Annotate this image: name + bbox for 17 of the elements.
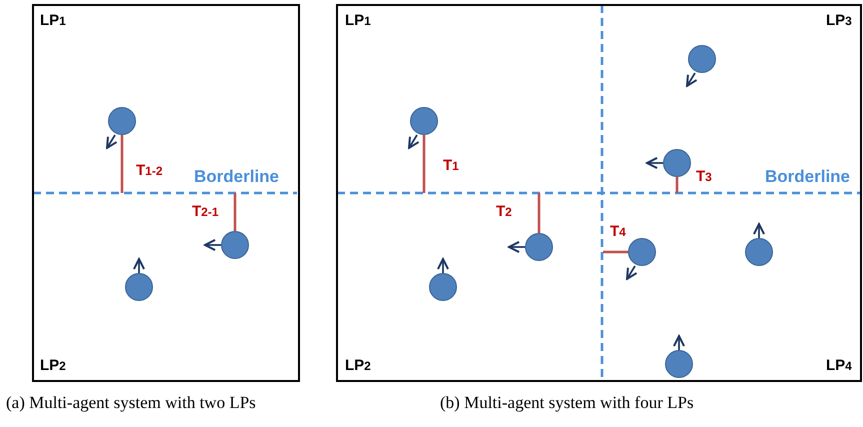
figure-caption: (a) Multi-agent system with two LPs [6,393,256,413]
agent-circle [745,238,773,266]
agent-circle [221,231,249,259]
panel-frame [32,4,300,382]
borderline-label: Borderline [765,168,850,186]
agent-circle [688,45,716,73]
panel-frame [336,4,862,382]
agent-circle [665,350,693,378]
agent-circle [663,149,691,177]
agent-circle [525,233,553,261]
agent-circle [125,273,153,301]
agent-circle [429,273,457,301]
figure-caption: (b) Multi-agent system with four LPs [440,393,694,413]
agent-circle [108,107,136,135]
agent-circle [410,107,438,135]
agent-circle [628,238,656,266]
borderline-label: Borderline [194,168,280,186]
